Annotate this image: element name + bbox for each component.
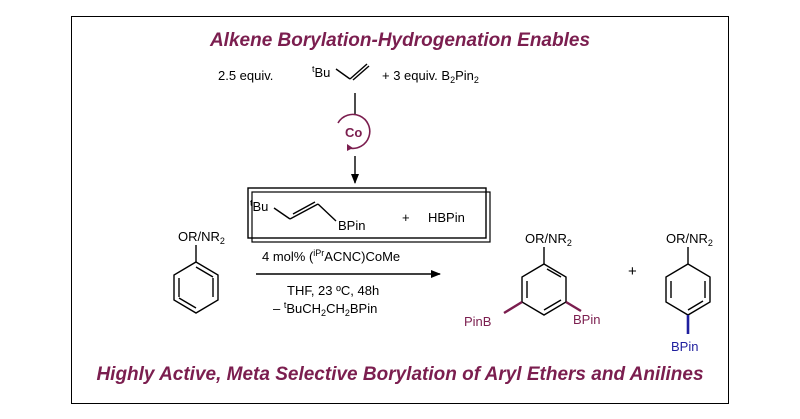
para-product-ring (665, 247, 711, 316)
meta-right-bpin: BPin (573, 312, 601, 327)
box-bpin-label: BPin (338, 218, 366, 233)
substrate-label: OR/NR2 (178, 229, 225, 246)
cobalt-catalyst-label: Co (345, 125, 363, 140)
para-bpin: BPin (671, 339, 699, 354)
byproduct-conditions: – tBuCH2CH2BPin (273, 300, 378, 318)
box-hbpin-label: HBPin (428, 210, 465, 225)
alkene-equiv: 2.5 equiv. (218, 68, 274, 83)
b2pin2-reagent: + 3 equiv. B2Pin2 (382, 68, 479, 85)
alkene-structure (335, 63, 370, 81)
vinyl-boronate-structure (273, 201, 337, 222)
box-plus: + (402, 210, 410, 225)
meta-product-ring (521, 247, 567, 316)
reagent-box (247, 187, 491, 243)
meta-product-label: OR/NR2 (525, 231, 572, 248)
box-tbu-label: tBu (250, 198, 269, 214)
substrate-benzene-ring (173, 245, 219, 314)
meta-left-pinb: PinB (464, 314, 492, 329)
catalyst-conditions: 4 mol% (iPrACNC)CoMe (262, 248, 401, 264)
products-plus: + (628, 263, 637, 280)
solvent-conditions: THF, 23 ºC, 48h (287, 283, 380, 298)
bottom-title: Highly Active, Meta Selective Borylation… (96, 364, 704, 385)
alkene-tbu-label: tBu (312, 64, 331, 80)
scheme-frame (71, 16, 729, 404)
meta-boryl-bonds (503, 300, 582, 315)
catalytic-cycle-icon (337, 113, 371, 151)
top-title: Alkene Borylation-Hydrogenation Enables (209, 30, 591, 51)
para-product-label: OR/NR2 (666, 231, 713, 248)
